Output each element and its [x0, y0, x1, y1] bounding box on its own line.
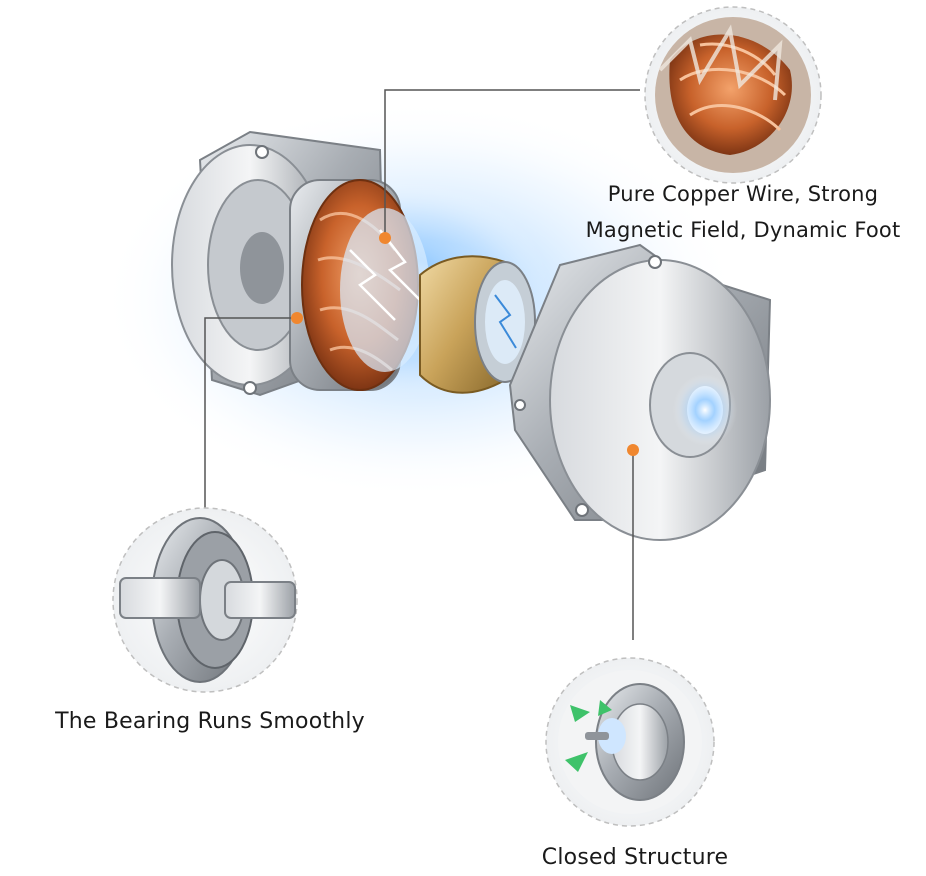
hotspot-dot-closed[interactable]	[627, 444, 639, 456]
closed-structure-caption: Closed Structure	[541, 845, 729, 870]
copper-caption-line-2: Magnetic Field, Dynamic Foot	[585, 218, 901, 242]
copper-coil-icon	[644, 6, 822, 184]
copper-caption-line-1: Pure Copper Wire, Strong	[607, 182, 879, 206]
ball-bearing-icon	[112, 507, 298, 693]
right-housing	[508, 243, 772, 541]
leader-lines	[204, 89, 640, 640]
leader-bearing	[204, 317, 297, 508]
hotspot-dot-bearing[interactable]	[291, 312, 303, 324]
stator-copper-winding	[289, 179, 430, 391]
closed-motor-icon	[545, 657, 715, 827]
bearing-caption: The Bearing Runs Smoothly	[55, 709, 365, 734]
copper-caption: Pure Copper Wire, Strong Magnetic Field,…	[560, 176, 926, 248]
hotspot-dot-copper[interactable]	[379, 232, 391, 244]
leader-copper	[384, 89, 640, 238]
brass-rotor	[419, 255, 536, 394]
